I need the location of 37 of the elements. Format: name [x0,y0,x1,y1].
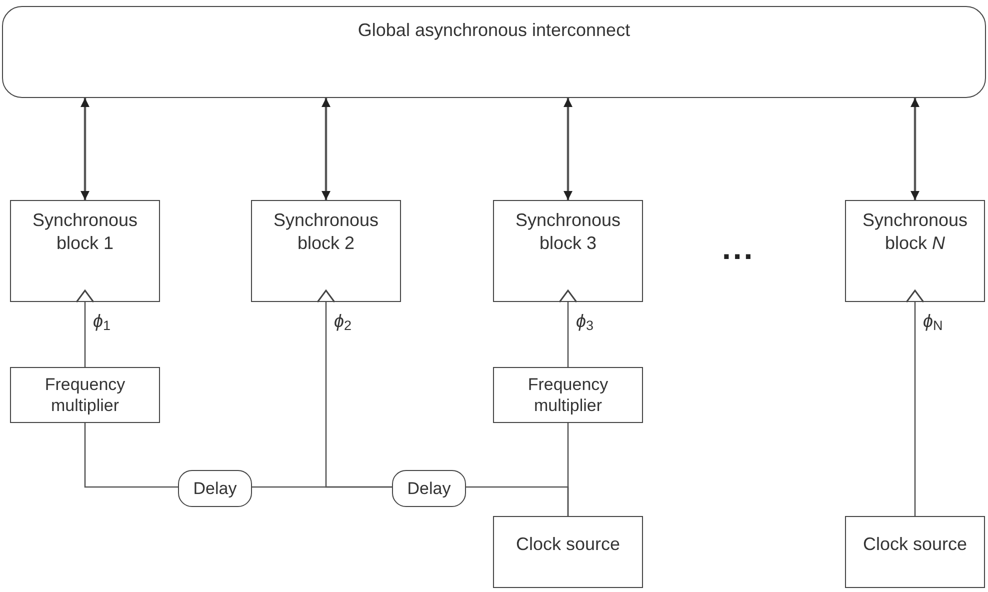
interconnect-bar [2,6,986,98]
node-label: Synchronous block 1 [31,209,139,254]
double-arrow [564,98,572,200]
multiplier-box [493,367,643,423]
clock-line [567,423,569,516]
multiplier-box [10,367,160,423]
node-label: Global asynchronous interconnect [356,19,632,42]
clock-arrow [906,290,924,516]
node-label: Synchronous block 3 [514,209,622,254]
double-arrow [910,98,920,200]
node-label: Delay [406,478,452,500]
node-label: Clock source [514,533,622,556]
node-label: Frequency multiplier [526,374,610,416]
double-arrow [80,98,90,200]
delay-element [178,470,252,507]
clock-arrow [316,290,392,488]
clock-arrow [558,290,578,367]
edge-label: ϕ$_{N}$ [921,312,945,330]
node-label: Synchronous block N [861,209,969,254]
delay-element [392,470,466,507]
ellipsis-label: ... [722,232,755,264]
clock-arrow [76,290,94,367]
node-label: Synchronous block 2 [272,209,380,254]
clock-source-box [493,516,643,588]
double-arrow [322,98,330,200]
node-label: Clock source [862,533,968,556]
block-box [493,200,643,302]
block-box [251,200,401,302]
block-box [10,200,160,302]
edge-label: ϕ$_{2}$ [332,312,354,330]
clock-line [84,423,178,488]
edge-label: ϕ$_{1}$ [91,312,113,330]
clock-source-box [845,516,985,588]
node-label: Delay [192,478,238,500]
edge-label: ϕ$_{3}$ [574,312,596,330]
node-label: Frequency multiplier [44,374,126,416]
block-box [845,200,985,302]
